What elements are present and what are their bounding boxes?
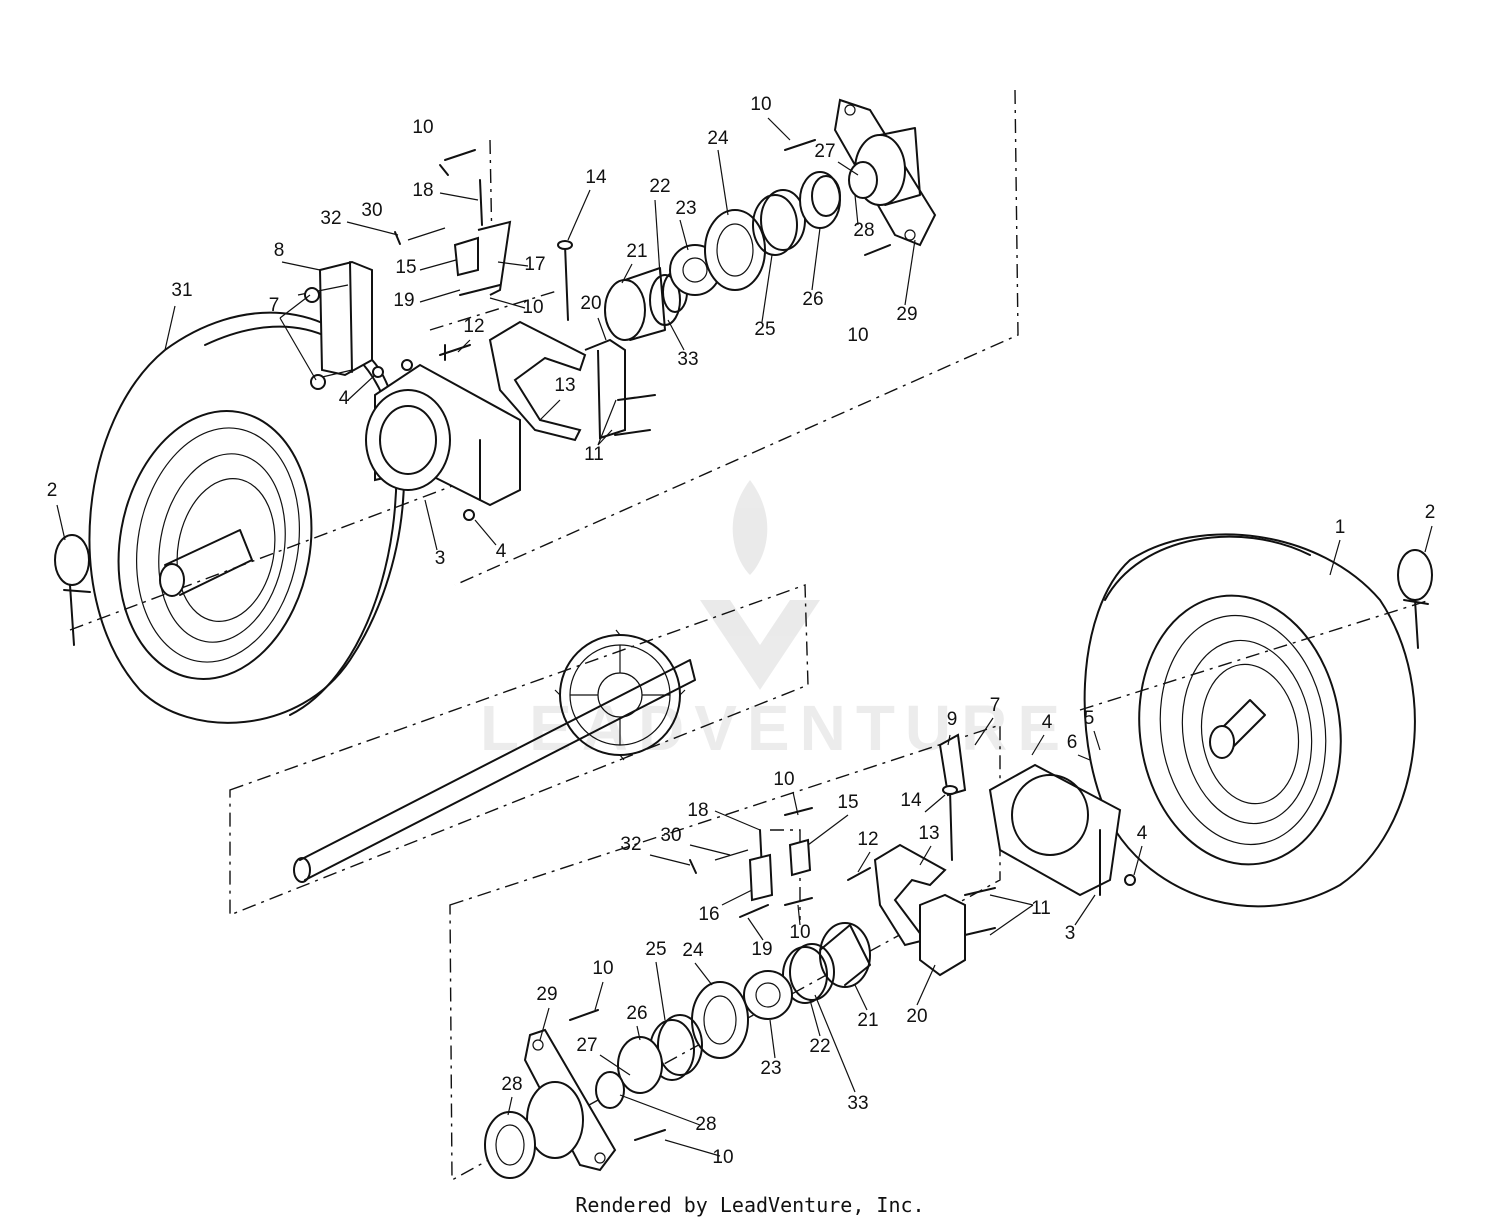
part-callout-22: 22	[649, 176, 670, 197]
part-callout-7: 7	[990, 695, 1001, 716]
part-callout-14: 14	[900, 790, 922, 811]
part-callout-16: 16	[698, 904, 719, 925]
part-callout-21: 21	[626, 241, 647, 262]
part-callout-2: 2	[47, 480, 58, 501]
assembly-centerlines	[69, 89, 1431, 1182]
part-callout-12: 12	[857, 829, 878, 850]
rendered-by-credit: Rendered by LeadVenture, Inc.	[575, 1193, 925, 1217]
part-callout-21: 21	[857, 1010, 878, 1031]
part-callout-25: 25	[645, 939, 666, 960]
part-callout-15: 15	[395, 257, 416, 278]
part-callout-26: 26	[626, 1003, 647, 1024]
left-wheel-assembly	[54, 311, 405, 724]
part-callout-30: 30	[660, 825, 681, 846]
part-callout-31: 31	[171, 280, 192, 301]
axle-and-gear	[293, 629, 696, 883]
part-callout-29: 29	[896, 304, 917, 325]
watermark-text: LEADVENTURE	[480, 692, 1070, 764]
part-callout-24: 24	[682, 940, 704, 961]
lower-clamp-and-bracket	[873, 733, 996, 977]
part-callout-30: 30	[361, 200, 382, 221]
part-callout-28: 28	[501, 1074, 522, 1095]
part-callout-28: 28	[695, 1114, 716, 1135]
part-callout-27: 27	[814, 141, 835, 162]
part-callout-1: 1	[1335, 517, 1346, 538]
part-callout-18: 18	[412, 180, 433, 201]
part-callout-5: 5	[1084, 708, 1095, 729]
part-callout-11: 11	[1031, 898, 1051, 919]
part-callout-10: 10	[847, 325, 868, 346]
part-callout-19: 19	[393, 290, 414, 311]
part-callout-13: 13	[918, 823, 939, 844]
part-callout-17: 17	[524, 254, 545, 275]
part-callout-26: 26	[802, 289, 823, 310]
part-callout-23: 23	[675, 198, 696, 219]
part-callout-11: 11	[584, 444, 604, 465]
part-callout-20: 20	[906, 1006, 927, 1027]
lower-clutch-stack	[569, 922, 871, 1141]
part-callout-10: 10	[522, 297, 543, 318]
lower-flange-bearing	[484, 1028, 617, 1179]
part-callout-7: 7	[269, 295, 280, 316]
right-wheel-assembly	[1083, 533, 1433, 908]
upper-flange-bearing	[784, 98, 937, 256]
part-callout-4: 4	[1042, 712, 1053, 733]
part-callout-2: 2	[1425, 502, 1436, 523]
part-callout-10: 10	[773, 769, 794, 790]
part-callout-8: 8	[274, 240, 285, 261]
upper-gear-housing	[365, 359, 521, 521]
leadventure-watermark	[700, 480, 820, 690]
part-callout-19: 19	[751, 939, 772, 960]
part-callout-4: 4	[496, 541, 507, 562]
part-callout-33: 33	[677, 349, 698, 370]
part-callout-9: 9	[947, 709, 958, 730]
part-callout-10: 10	[789, 922, 810, 943]
part-callout-22: 22	[809, 1036, 830, 1057]
lower-linkage	[689, 807, 871, 918]
part-callout-28: 28	[853, 220, 874, 241]
part-callout-33: 33	[847, 1093, 868, 1114]
part-callout-32: 32	[620, 834, 641, 855]
part-callout-29: 29	[536, 984, 557, 1005]
part-callout-10: 10	[712, 1147, 733, 1168]
part-callout-24: 24	[707, 128, 729, 149]
part-callout-10: 10	[592, 958, 613, 979]
upper-linkage	[394, 149, 512, 361]
upper-clamp-and-bracket	[488, 240, 656, 442]
part-callout-14: 14	[585, 167, 607, 188]
part-callout-3: 3	[435, 548, 446, 569]
part-callout-10: 10	[412, 117, 433, 138]
part-callout-4: 4	[339, 388, 350, 409]
part-callout-13: 13	[554, 375, 575, 396]
part-callout-32: 32	[320, 208, 341, 229]
part-callout-27: 27	[576, 1035, 597, 1056]
part-callout-6: 6	[1067, 732, 1078, 753]
part-callout-4: 4	[1137, 823, 1148, 844]
part-callout-25: 25	[754, 319, 775, 340]
callout-leader-lines	[56, 117, 1433, 1157]
part-callout-15: 15	[837, 792, 858, 813]
exploded-view-drawing: LEADVENTURE	[47, 89, 1436, 1182]
part-callout-12: 12	[463, 316, 484, 337]
part-callout-3: 3	[1065, 923, 1076, 944]
part-callout-10: 10	[750, 94, 771, 115]
part-callout-18: 18	[687, 800, 708, 821]
part-callout-23: 23	[760, 1058, 781, 1079]
lower-gear-housing	[988, 763, 1136, 897]
part-callout-20: 20	[580, 293, 601, 314]
upper-mounting-bracket	[297, 260, 384, 390]
upper-clutch-stack	[604, 171, 841, 341]
